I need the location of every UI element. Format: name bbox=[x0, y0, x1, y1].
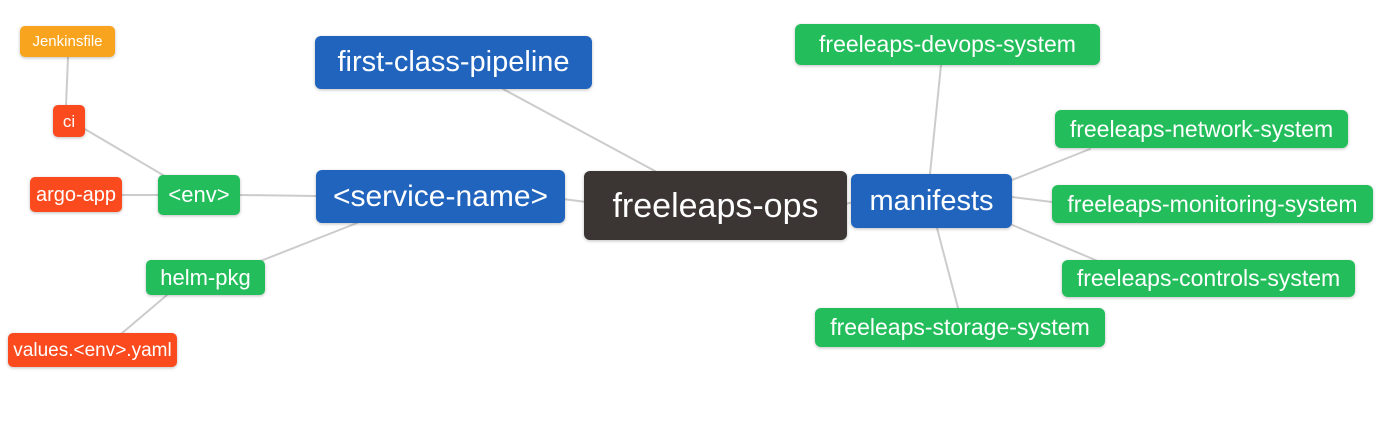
node-freeleaps-devops-system[interactable]: freeleaps-devops-system bbox=[795, 24, 1100, 65]
node-argo-app[interactable]: argo-app bbox=[30, 177, 122, 212]
node-freeleaps-network-system[interactable]: freeleaps-network-system bbox=[1055, 110, 1348, 148]
edge-manifests-network bbox=[1011, 148, 1091, 181]
node-freeleaps-monitoring-system[interactable]: freeleaps-monitoring-system bbox=[1052, 185, 1373, 223]
edge-jenkinsfile-ci bbox=[65, 56, 69, 107]
edge-service-name-ops bbox=[562, 198, 587, 203]
edge-manifests-controls bbox=[1009, 223, 1101, 263]
edge-env-service-name bbox=[239, 194, 317, 197]
node-helm-pkg[interactable]: helm-pkg bbox=[146, 260, 265, 295]
node-manifests[interactable]: manifests bbox=[851, 174, 1012, 228]
node-env[interactable]: <env> bbox=[158, 175, 240, 215]
edge-ci-env bbox=[82, 127, 169, 179]
node-freeleaps-controls-system[interactable]: freeleaps-controls-system bbox=[1062, 260, 1355, 297]
node-jenkinsfile[interactable]: Jenkinsfile bbox=[20, 26, 115, 57]
edge-manifests-devops bbox=[929, 64, 942, 175]
edge-manifests-storage bbox=[936, 227, 959, 309]
node-values-env-yaml[interactable]: values.<env>.yaml bbox=[8, 333, 177, 367]
node-service-name[interactable]: <service-name> bbox=[316, 170, 565, 223]
node-first-class-pipeline[interactable]: first-class-pipeline bbox=[315, 36, 592, 89]
edge-manifests-monitoring bbox=[1011, 196, 1053, 203]
node-freeleaps-storage-system[interactable]: freeleaps-storage-system bbox=[815, 308, 1105, 347]
node-ci[interactable]: ci bbox=[53, 105, 85, 137]
edge-pipeline-ops bbox=[502, 88, 656, 172]
edge-service-name-helm-pkg bbox=[257, 222, 358, 263]
node-freeleaps-ops-root[interactable]: freeleaps-ops bbox=[584, 171, 847, 240]
edge-helm-pkg-values bbox=[120, 294, 168, 335]
